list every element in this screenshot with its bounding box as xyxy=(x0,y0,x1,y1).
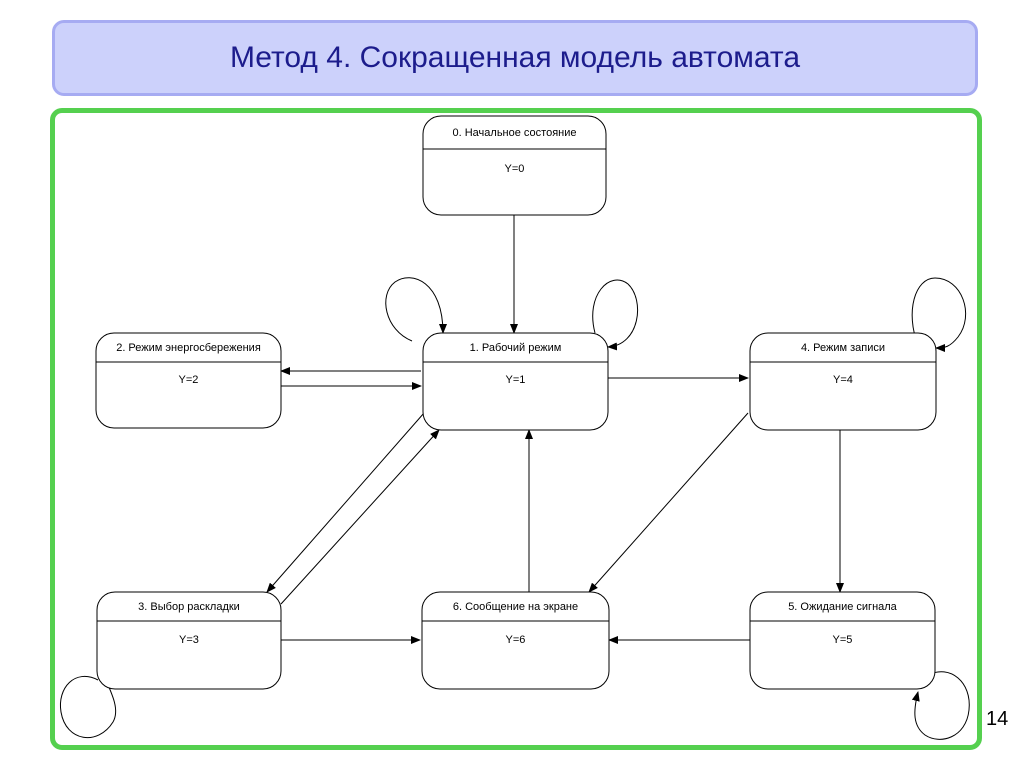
state-s2: 2. Режим энергосбережения Y=2 xyxy=(95,332,282,429)
transition-s4-s6 xyxy=(588,412,749,593)
transition-s3-s3 xyxy=(59,659,117,738)
state-s3-name: 3. Выбор раскладки xyxy=(138,601,240,613)
state-s6-output: Y=6 xyxy=(506,634,526,646)
state-s1: 1. Рабочий режим Y=1 xyxy=(422,332,609,431)
state-s6-name: 6. Сообщение на экране xyxy=(453,601,578,613)
state-s1-name: 1. Рабочий режим xyxy=(470,342,562,354)
state-s3-output: Y=3 xyxy=(179,634,199,646)
state-s5-name: 5. Ожидание сигнала xyxy=(788,601,897,613)
transition-s1-s1 xyxy=(385,277,447,342)
state-s5-output: Y=5 xyxy=(833,634,853,646)
state-s6: 6. Сообщение на экране Y=6 xyxy=(421,591,610,690)
slide-title: Метод 4. Сокращенная модель автомата xyxy=(229,41,800,74)
transition-s1-s3 xyxy=(266,412,425,593)
state-s4-output: Y=4 xyxy=(833,374,853,386)
state-s4-name: 4. Режим записи xyxy=(801,342,885,354)
state-s1-output: Y=1 xyxy=(506,374,526,386)
transition-s4-s4 xyxy=(911,277,967,352)
state-s0-output: Y=0 xyxy=(505,163,525,175)
state-s0-name: 0. Начальное состояние xyxy=(453,127,577,139)
transition-s5-s5 xyxy=(911,671,970,740)
state-s2-name: 2. Режим энергосбережения xyxy=(116,342,261,354)
state-s0: 0. Начальное состояние Y=0 xyxy=(422,115,607,216)
transition-s1-s1-right xyxy=(592,279,639,351)
transition-s3-s1 xyxy=(280,429,440,605)
slide-title-bar: Метод 4. Сокращенная модель автомата xyxy=(52,20,978,96)
page-number: 14 xyxy=(986,708,1009,730)
state-s4: 4. Режим записи Y=4 xyxy=(749,332,937,431)
state-s2-output: Y=2 xyxy=(179,374,199,386)
state-s5: 5. Ожидание сигнала Y=5 xyxy=(749,591,936,690)
state-s3: 3. Выбор раскладки Y=3 xyxy=(96,591,282,690)
